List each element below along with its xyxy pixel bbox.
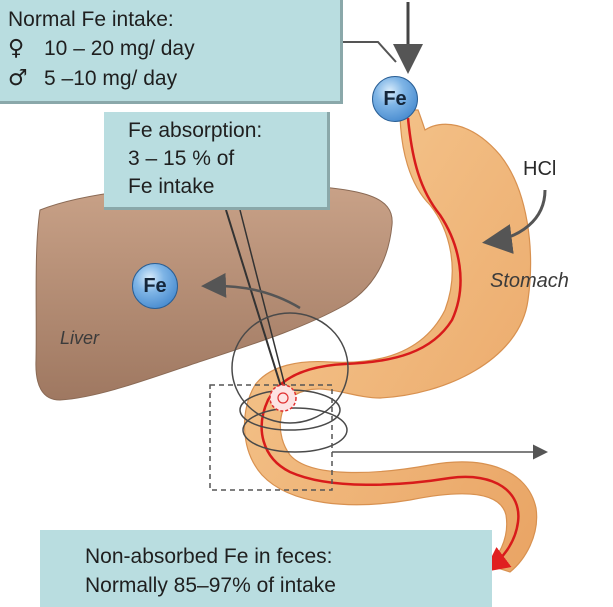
stomach-label: Stomach (490, 270, 569, 293)
absorption-line-3: Fe intake (128, 173, 327, 201)
absorption-line-1: Fe absorption: (128, 117, 327, 145)
hcl-label: HCl (523, 158, 556, 181)
fe-top-ball: Fe (372, 76, 418, 122)
absorption-box: Fe absorption: 3 – 15 % of Fe intake (104, 112, 330, 210)
feces-box: Non-absorbed Fe in feces: Normally 85–97… (40, 530, 492, 607)
intake-connector (343, 42, 396, 62)
fe-liver-ball: Fe (132, 263, 178, 309)
intake-box: Normal Fe intake: ♀ 10 – 20 mg/ day ♂ 5 … (0, 0, 343, 104)
male-intake-row: ♂ 5 –10 mg/ day (8, 64, 340, 94)
absorption-line-2: 3 – 15 % of (128, 145, 327, 173)
absorption-site-icon (270, 385, 296, 411)
female-intake-row: ♀ 10 – 20 mg/ day (8, 34, 340, 64)
female-symbol-icon: ♀ (8, 34, 44, 64)
male-intake-value: 5 –10 mg/ day (44, 64, 177, 94)
female-intake-value: 10 – 20 mg/ day (44, 34, 195, 64)
male-symbol-icon: ♂ (8, 64, 44, 94)
liver-label: Liver (60, 328, 99, 349)
feces-line-1: Non-absorbed Fe in feces: (85, 542, 492, 571)
feces-line-2: Normally 85–97% of intake (85, 571, 492, 600)
intake-title: Normal Fe intake: (8, 6, 340, 34)
